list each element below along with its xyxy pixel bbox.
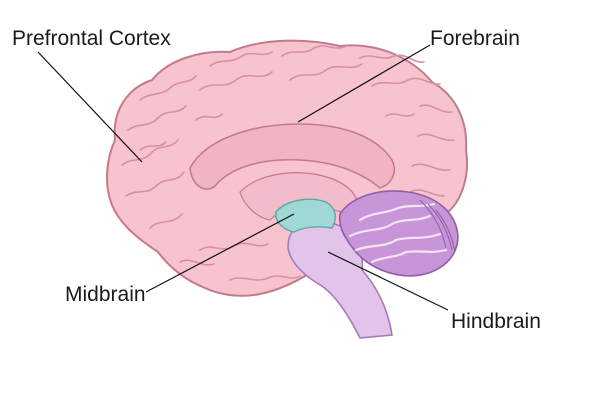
label-midbrain: Midbrain xyxy=(65,284,146,305)
label-forebrain: Forebrain xyxy=(430,28,520,49)
label-prefrontal-cortex: Prefrontal Cortex xyxy=(12,28,171,49)
label-hindbrain: Hindbrain xyxy=(451,311,541,332)
